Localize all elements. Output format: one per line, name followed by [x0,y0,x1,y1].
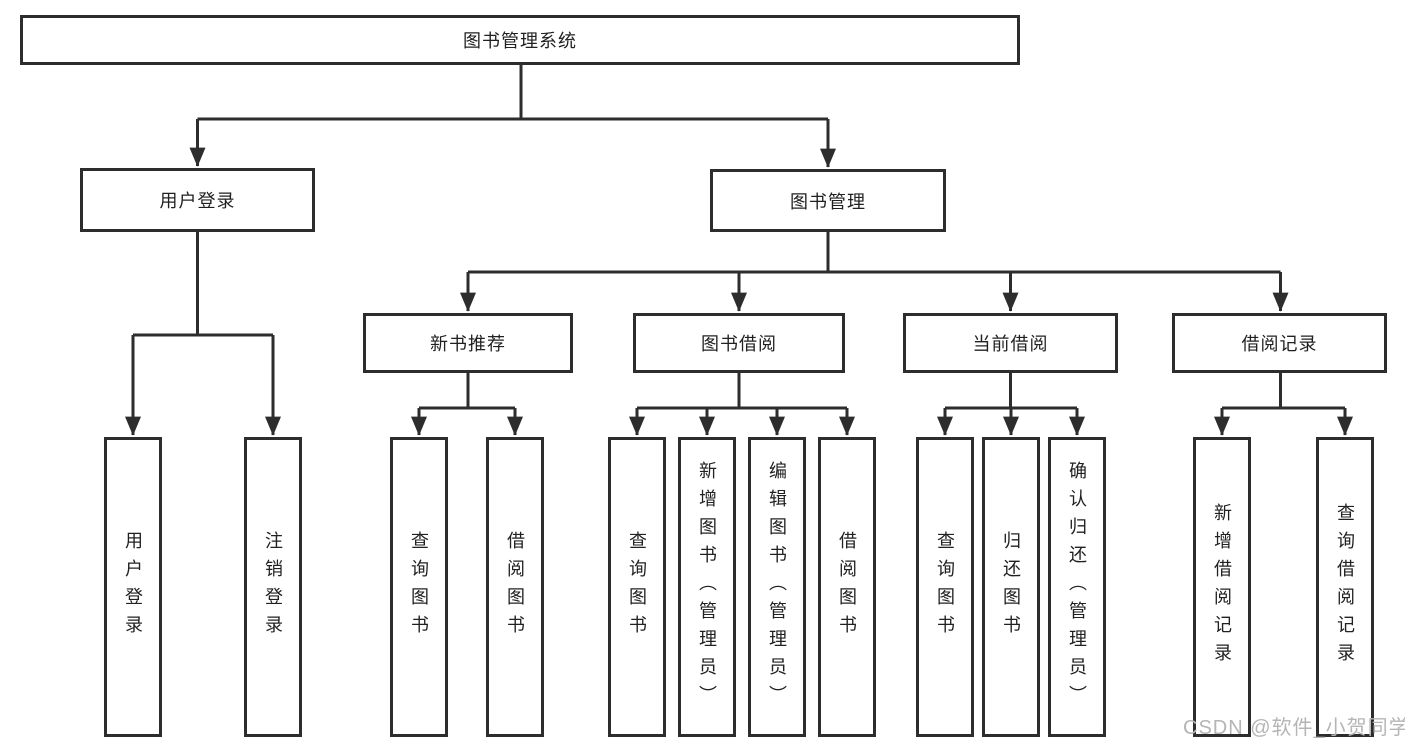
node-user-login: 用户登录 [80,168,315,232]
leaf-user-login-label: 用户登录 [123,531,143,643]
leaf-add-books-admin-label: 新增图书（管理员） [697,461,717,713]
node-new-book-recommendation: 新书推荐 [363,313,573,373]
node-root-library-system: 图书管理系统 [20,15,1020,65]
leaf-user-login: 用户登录 [104,437,162,737]
leaf-add-borrow-record-label: 新增借阅记录 [1212,503,1232,671]
node-user-login-label: 用户登录 [159,191,236,211]
node-book-management-label: 图书管理 [790,191,866,212]
leaf-query-books-borrowing-label: 查询图书 [627,531,647,643]
leaf-borrow-books: 借阅图书 [818,437,876,737]
node-borrowing-records: 借阅记录 [1172,313,1387,373]
node-book-management: 图书管理 [710,169,946,232]
leaf-confirm-return-admin-label: 确认归还（管理员） [1067,461,1087,713]
leaf-confirm-return-admin: 确认归还（管理员） [1048,437,1106,737]
node-root-label: 图书管理系统 [463,31,577,51]
leaf-edit-books-admin-label: 编辑图书（管理员） [767,461,787,713]
leaf-query-books-recommend: 查询图书 [390,437,448,737]
node-book-borrowing: 图书借阅 [633,313,845,373]
leaf-return-books-label: 归还图书 [1001,531,1021,643]
node-book-borrowing-label: 图书借阅 [701,334,777,354]
node-new-book-recommendation-label: 新书推荐 [430,334,506,354]
leaf-query-books-current: 查询图书 [916,437,974,737]
leaf-add-books-admin: 新增图书（管理员） [678,437,736,737]
node-current-borrowing-label: 当前借阅 [972,334,1049,354]
csdn-watermark: CSDN @软件_小贺同学 [1183,717,1405,739]
leaf-return-books: 归还图书 [982,437,1040,737]
leaf-edit-books-admin: 编辑图书（管理员） [748,437,806,737]
leaf-logout: 注销登录 [244,437,302,737]
leaf-query-books-recommend-label: 查询图书 [409,531,429,643]
leaf-query-borrow-record-label: 查询借阅记录 [1335,503,1355,671]
leaf-query-books-borrowing: 查询图书 [608,437,666,737]
node-current-borrowing: 当前借阅 [903,313,1118,373]
leaf-logout-label: 注销登录 [263,531,283,643]
leaf-query-borrow-record: 查询借阅记录 [1316,437,1374,737]
leaf-add-borrow-record: 新增借阅记录 [1193,437,1251,737]
leaf-query-books-current-label: 查询图书 [935,531,955,643]
leaf-borrow-books-recommend: 借阅图书 [486,437,544,737]
leaf-borrow-books-label: 借阅图书 [837,531,857,643]
node-borrowing-records-label: 借阅记录 [1241,334,1318,354]
leaf-borrow-books-recommend-label: 借阅图书 [505,531,525,643]
